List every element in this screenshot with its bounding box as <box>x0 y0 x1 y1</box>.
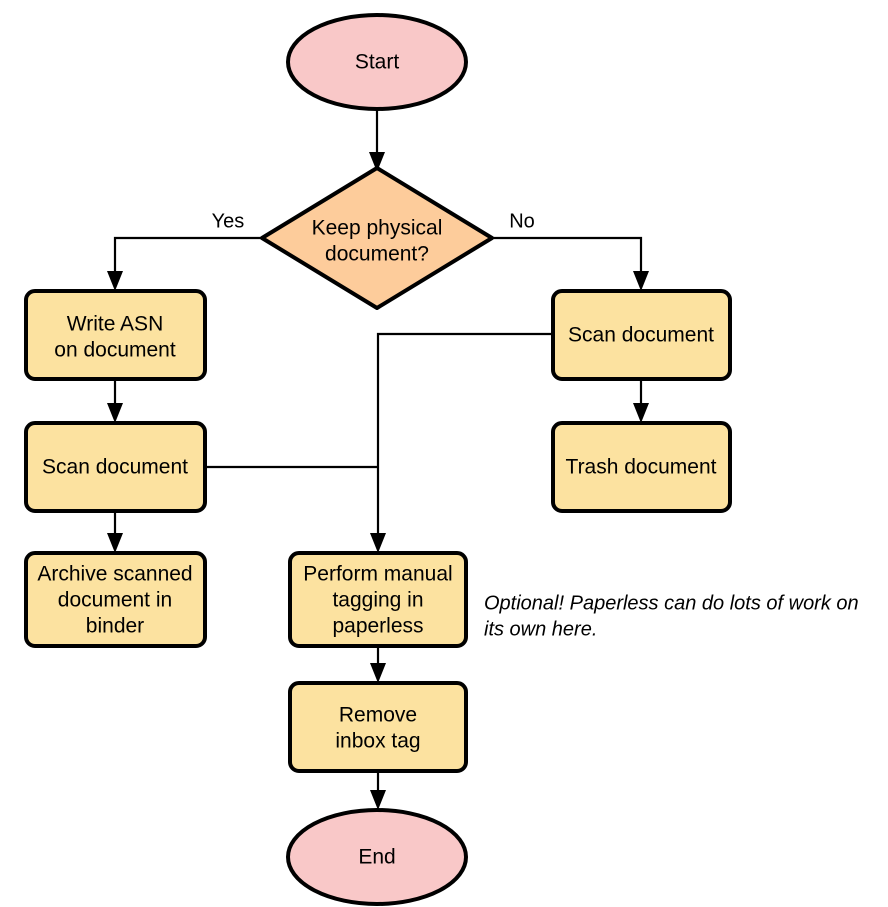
node-end[interactable]: End <box>286 808 468 906</box>
scan-document-right-box-shape[interactable] <box>551 289 732 381</box>
node-label-write-asn-line2: on document <box>54 339 176 362</box>
node-label-tagging-line3: paperless <box>332 615 423 638</box>
archive-box-shape[interactable] <box>24 551 207 648</box>
node-label-tagging-line2: tagging in <box>332 589 423 612</box>
node-label-decision-line2: document? <box>325 243 429 266</box>
edge-line <box>113 236 262 279</box>
annotation-optional-note: Optional! Paperless can do lots of work … <box>484 592 859 640</box>
edge-label-no: No <box>509 210 535 232</box>
arrowhead-icon <box>370 790 386 810</box>
node-label-trash-document: Trash document <box>566 456 717 479</box>
node-label-scan-document-right: Scan document <box>568 324 714 347</box>
end-terminator-shape[interactable] <box>286 808 468 906</box>
write-asn-box-shape[interactable] <box>24 289 207 381</box>
arrowhead-icon <box>369 152 385 172</box>
arrowhead-icon <box>370 533 386 553</box>
node-decision-keep-physical-document[interactable]: Keep physical document? <box>260 166 494 310</box>
node-start[interactable]: Start <box>286 13 468 111</box>
edge-scan-left-to-archive <box>107 511 123 553</box>
trash-document-box-shape[interactable] <box>551 421 732 513</box>
node-label-archive-line2: document in <box>58 589 172 612</box>
node-remove-inbox-tag[interactable]: Remove inbox tag <box>288 681 468 773</box>
scan-document-left-box-shape[interactable] <box>24 421 207 513</box>
node-trash-document[interactable]: Trash document <box>551 421 732 513</box>
node-label-scan-document-left: Scan document <box>42 456 188 479</box>
node-perform-manual-tagging[interactable]: Perform manual tagging in paperless <box>288 551 468 648</box>
remove-inbox-tag-box-shape[interactable] <box>288 681 468 773</box>
node-label-remove-inbox-line2: inbox tag <box>335 730 420 753</box>
annotation-line2: its own here. <box>484 618 597 640</box>
edge-write-asn-to-scan-left <box>107 379 123 423</box>
node-scan-document-left[interactable]: Scan document <box>24 421 207 513</box>
arrowhead-icon <box>370 663 386 683</box>
node-archive-scanned-document[interactable]: Archive scanned document in binder <box>24 551 207 648</box>
edge-decision-yes: Yes <box>107 210 262 291</box>
node-write-asn[interactable]: Write ASN on document <box>24 289 207 381</box>
edge-scan-right-to-trash <box>633 379 649 423</box>
arrowhead-icon <box>633 403 649 423</box>
edge-label-yes: Yes <box>212 210 245 232</box>
node-label-write-asn-line1: Write ASN <box>67 313 163 336</box>
arrowhead-icon <box>633 271 649 291</box>
node-label-archive-line3: binder <box>86 615 144 638</box>
edge-decision-no: No <box>492 210 649 291</box>
edge-scan-right-to-tagging <box>370 332 553 553</box>
node-label-tagging-line1: Perform manual <box>303 563 452 586</box>
decision-diamond-shape[interactable] <box>260 166 494 310</box>
edge-line <box>492 236 643 279</box>
arrowhead-icon <box>107 271 123 291</box>
edge-remove-inbox-to-end <box>370 771 386 810</box>
node-label-start: Start <box>355 51 400 74</box>
node-label-remove-inbox-line1: Remove <box>339 704 417 727</box>
arrowhead-icon <box>107 403 123 423</box>
edge-line <box>376 332 553 541</box>
edge-start-to-decision <box>369 109 385 172</box>
annotation-line1: Optional! Paperless can do lots of work … <box>484 592 859 614</box>
node-label-end: End <box>358 846 395 869</box>
edge-tagging-to-remove-inbox <box>370 646 386 683</box>
node-label-decision-line1: Keep physical <box>312 217 443 240</box>
tagging-box-shape[interactable] <box>288 551 468 648</box>
start-terminator-shape[interactable] <box>286 13 468 111</box>
arrowhead-icon <box>107 533 123 553</box>
node-label-archive-line1: Archive scanned <box>37 563 192 586</box>
node-scan-document-right[interactable]: Scan document <box>551 289 732 381</box>
